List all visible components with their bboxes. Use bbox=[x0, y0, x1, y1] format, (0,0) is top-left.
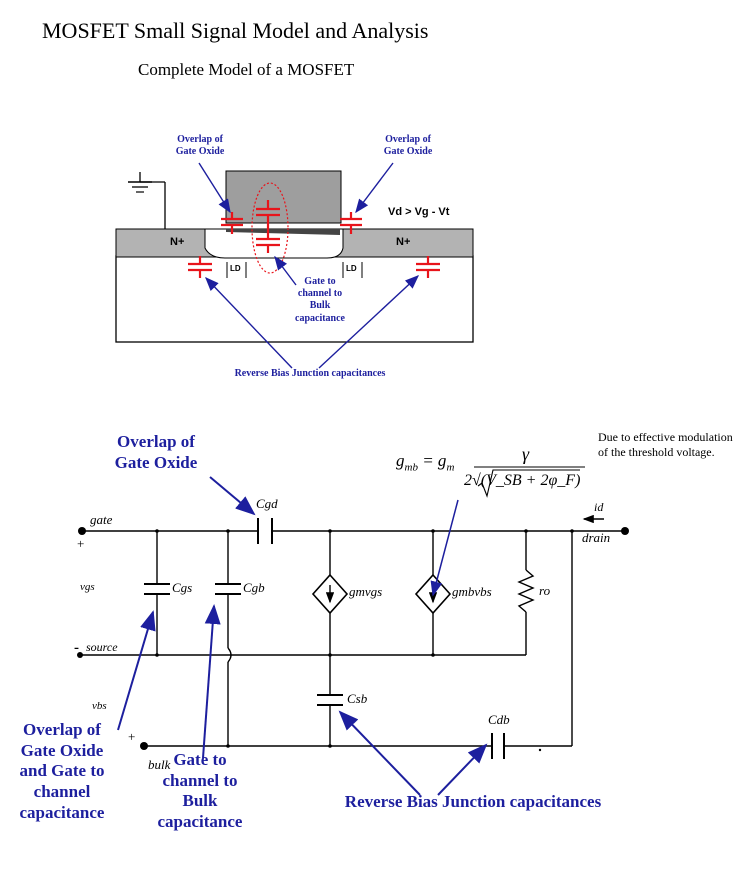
gate-channel-bulk-label: Gate to channel to Bulk capacitance bbox=[295, 276, 345, 324]
gmb-formula-graphics bbox=[474, 466, 585, 498]
gm-vgs-label: gmvgs bbox=[349, 584, 383, 599]
mosfet-cross-section bbox=[115, 162, 474, 369]
drain-node-label: drain bbox=[582, 530, 611, 545]
overlap-right-label: Overlap of Gate Oxide bbox=[383, 134, 433, 158]
cgd-label: Cgd bbox=[256, 496, 278, 511]
ro-label: ro bbox=[539, 583, 551, 598]
page-subtitle: Complete Model of a MOSFET bbox=[138, 60, 355, 79]
threshold-note: Due to effective modulation of the thres… bbox=[598, 430, 733, 459]
channel-region bbox=[204, 228, 344, 259]
cgb-label: Cgb bbox=[243, 580, 265, 595]
vgs-label: vgs bbox=[80, 581, 95, 593]
cdb-label: Cdb bbox=[488, 712, 510, 727]
channel-wedge bbox=[226, 229, 340, 235]
source-node-label: source bbox=[86, 640, 118, 654]
csb-label: Csb bbox=[347, 691, 368, 706]
gate-channel-cap-icon bbox=[256, 200, 280, 253]
n-plus-left: N+ bbox=[170, 236, 185, 248]
ld-left: LD bbox=[230, 264, 241, 273]
gate-plus: + bbox=[77, 536, 85, 551]
overlap-gate-channel-label: Overlap of Gate Oxide and Gate to channe… bbox=[19, 720, 105, 822]
overlap-cap-left-icon bbox=[221, 212, 243, 234]
junction-cap-right-icon bbox=[416, 256, 440, 278]
gate-node-label: gate bbox=[90, 512, 113, 527]
gmb-formula-numerator: γ bbox=[522, 444, 530, 464]
bulk-plus: + bbox=[128, 729, 136, 744]
junction-cap-left-icon bbox=[188, 256, 212, 278]
gate-block bbox=[225, 170, 342, 224]
page-title: MOSFET Small Signal Model and Analysis bbox=[42, 18, 429, 43]
source-minus: - bbox=[74, 640, 79, 656]
gmb-vbs-label: gmbvbs bbox=[452, 584, 492, 599]
bulk-node-label: bulk bbox=[148, 757, 171, 772]
id-label: id bbox=[594, 500, 604, 514]
overlap-gate-oxide-label: Overlap of Gate Oxide bbox=[114, 432, 198, 472]
vbs-label: vbs bbox=[92, 700, 107, 712]
ld-right: LD bbox=[346, 264, 357, 273]
overlap-cap-right-icon bbox=[340, 212, 362, 234]
reverse-bias-label: Reverse Bias Junction capacitances bbox=[234, 368, 386, 379]
gate-channel-ellipse bbox=[251, 182, 289, 274]
small-signal-circuit bbox=[80, 514, 625, 759]
substrate-body bbox=[115, 255, 474, 343]
bias-condition: Vd > Vg - Vt bbox=[388, 206, 450, 218]
overlap-left-label: Overlap of Gate Oxide bbox=[175, 134, 225, 158]
n-plus-right: N+ bbox=[396, 236, 411, 248]
gate-channel-bulk-circuit-label: Gate to channel to Bulk capacitance bbox=[157, 750, 243, 832]
cgs-label: Cgs bbox=[172, 580, 193, 595]
reverse-bias-circuit-label: Reverse Bias Junction capacitances bbox=[344, 792, 602, 811]
gmb-formula-lhs: gmb = gm bbox=[396, 451, 455, 474]
gmb-formula-denominator: 2√(V_SB + 2φ_F) bbox=[464, 472, 581, 489]
circuit-nodes bbox=[77, 527, 629, 752]
